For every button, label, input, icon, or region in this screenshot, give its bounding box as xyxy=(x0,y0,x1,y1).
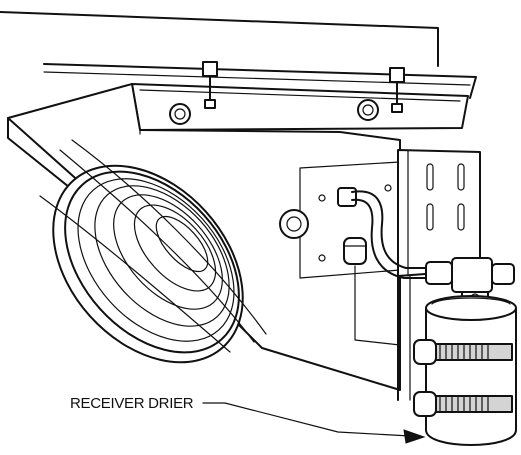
refrigerant-line xyxy=(337,187,431,279)
bracket-bolt-left xyxy=(202,61,218,109)
receiver-drier-canister xyxy=(413,295,517,446)
bracket-bolt-right xyxy=(389,67,405,113)
top-frame xyxy=(0,11,477,99)
hose-clamp-upper xyxy=(413,339,513,365)
hose-clamp-lower xyxy=(413,391,513,417)
mounting-bracket xyxy=(131,61,469,131)
bracket-nut-right xyxy=(357,99,379,121)
blower-fan-grille xyxy=(39,139,267,364)
expansion-fitting xyxy=(343,237,367,265)
receiver-drier-label: RECEIVER DRIER xyxy=(70,395,194,412)
grommet xyxy=(279,209,309,239)
bracket-nut-left xyxy=(169,103,191,125)
receiver-drier-leader xyxy=(202,402,426,444)
drier-mounting-strap xyxy=(397,149,481,401)
